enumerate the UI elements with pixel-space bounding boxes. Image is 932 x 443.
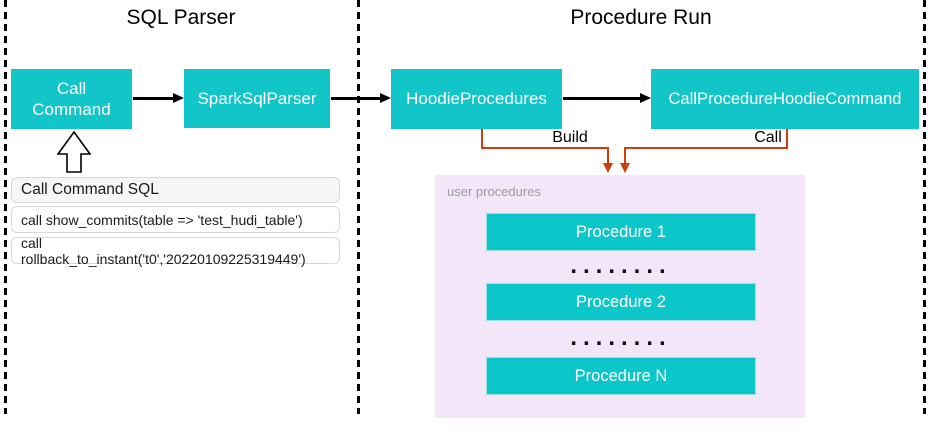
call-connector-horizontal [624, 147, 788, 149]
call-arrowhead-icon [620, 163, 630, 173]
call-edge-label: Call [754, 129, 782, 146]
user-procedures-label: user procedures [447, 184, 541, 199]
build-connector-vertical [481, 129, 483, 149]
call-connector-drop [624, 147, 626, 164]
build-edge-label: Build [552, 129, 588, 146]
procedure-n-box[interactable]: Procedure N [486, 357, 756, 395]
procedure-2-box[interactable]: Procedure 2 [486, 283, 756, 321]
up-block-arrow-icon [56, 130, 92, 178]
procedure-run-title: Procedure Run [570, 6, 712, 29]
arrow-parser-to-hoodieprocedures [331, 97, 380, 100]
call-connector-vertical [786, 129, 788, 149]
user-procedures-panel: user procedures Procedure 1 ........ Pro… [435, 175, 805, 418]
sql-panel-row: call show_commits(table => 'test_hudi_ta… [11, 206, 340, 233]
arrowhead-icon [640, 93, 651, 103]
call-command-node[interactable]: Call Command [11, 69, 132, 129]
sql-parser-left-border [4, 0, 7, 414]
arrow-callcommand-to-parser [133, 97, 174, 100]
spark-sql-parser-node[interactable]: SparkSqlParser [184, 69, 330, 128]
build-arrowhead-icon [603, 163, 613, 173]
arrowhead-icon [380, 93, 391, 103]
sql-panel-header: Call Command SQL [11, 177, 340, 203]
section-divider-border [357, 0, 360, 414]
arrow-hoodieprocedures-to-command [563, 97, 640, 100]
procedure-run-right-border [923, 0, 926, 414]
build-connector-drop [607, 147, 609, 164]
call-procedure-hoodie-command-node[interactable]: CallProcedureHoodieCommand [651, 69, 919, 129]
build-connector-horizontal [481, 147, 609, 149]
procedure-1-box[interactable]: Procedure 1 [486, 213, 756, 251]
sql-parser-title: SQL Parser [126, 6, 236, 29]
ellipsis-dots: ........ [570, 252, 672, 279]
ellipsis-dots: ........ [570, 324, 672, 351]
hoodie-procedures-node[interactable]: HoodieProcedures [391, 69, 562, 129]
sql-panel-row: call rollback_to_instant('t0','202201092… [11, 235, 340, 267]
arrowhead-icon [173, 93, 184, 103]
